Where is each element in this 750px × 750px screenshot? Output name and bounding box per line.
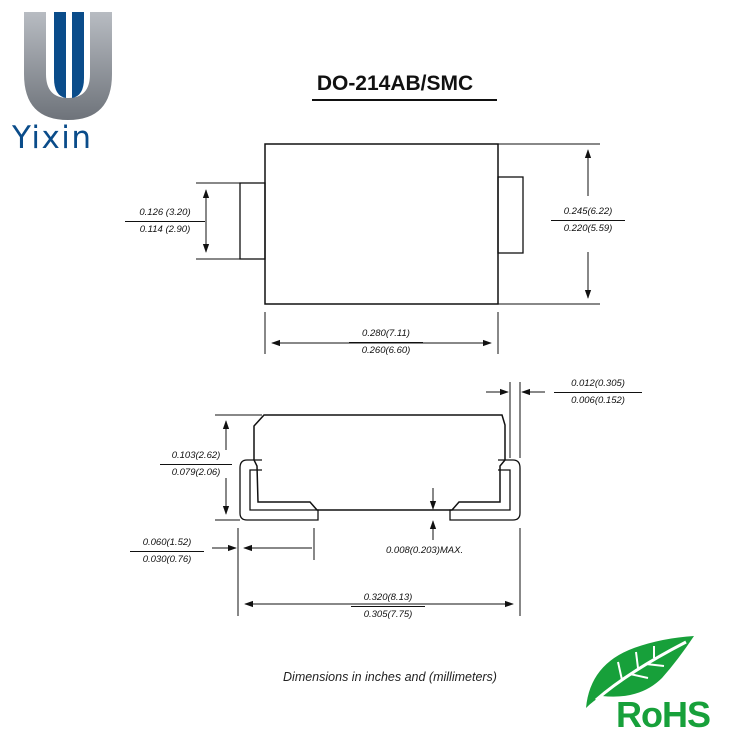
body-width-label: 0.245(6.22) 0.220(5.59) (548, 204, 628, 237)
terminal-height-label: 0.126 (3.20) 0.114 (2.90) (122, 205, 208, 238)
lead-length-min: 0.030(0.76) (142, 554, 192, 565)
overall-length-min: 0.305(7.75) (363, 609, 413, 620)
body-length-max: 0.280(7.11) (362, 328, 410, 339)
package-height-min: 0.079(2.06) (171, 467, 221, 478)
package-height-max: 0.103(2.62) (171, 450, 221, 461)
body-width-min: 0.220(5.59) (563, 223, 613, 234)
rohs-label: RoHS (616, 694, 711, 735)
package-title: DO-214AB/SMC (316, 72, 474, 95)
standoff-label: 0.008(0.203)MAX. (386, 545, 464, 556)
side-view-left-lead (239, 459, 319, 521)
lead-length-max: 0.060(1.52) (142, 537, 192, 548)
top-view-right-terminal (497, 176, 524, 254)
lead-thickness-label: 0.012(0.305) 0.006(0.152) (550, 376, 646, 409)
terminal-height-max: 0.126 (3.20) (139, 207, 191, 218)
title-underline (312, 99, 497, 101)
overall-length-max: 0.320(8.13) (363, 592, 413, 603)
side-view-right-lead (449, 459, 521, 521)
body-length-label: 0.280(7.11) 0.260(6.60) (346, 326, 426, 359)
units-caption: Dimensions in inches and (millimeters) (283, 670, 497, 684)
terminal-height-min: 0.114 (2.90) (139, 224, 191, 235)
body-length-min: 0.260(6.60) (361, 345, 411, 356)
brand-name: Yixin (12, 120, 93, 156)
u-shape-logo-icon (24, 12, 112, 120)
package-height-label: 0.103(2.62) 0.079(2.06) (156, 448, 236, 481)
top-view-body (264, 143, 499, 305)
top-view-left-terminal (239, 182, 266, 260)
side-view-body (253, 414, 506, 511)
overall-length-label: 0.320(8.13) 0.305(7.75) (348, 590, 428, 623)
lead-length-label: 0.060(1.52) 0.030(0.76) (126, 535, 208, 568)
lead-thickness-max: 0.012(0.305) (571, 378, 625, 389)
lead-thickness-min: 0.006(0.152) (571, 395, 625, 406)
leaf-icon (586, 636, 694, 708)
body-width-max: 0.245(6.22) (563, 206, 613, 217)
